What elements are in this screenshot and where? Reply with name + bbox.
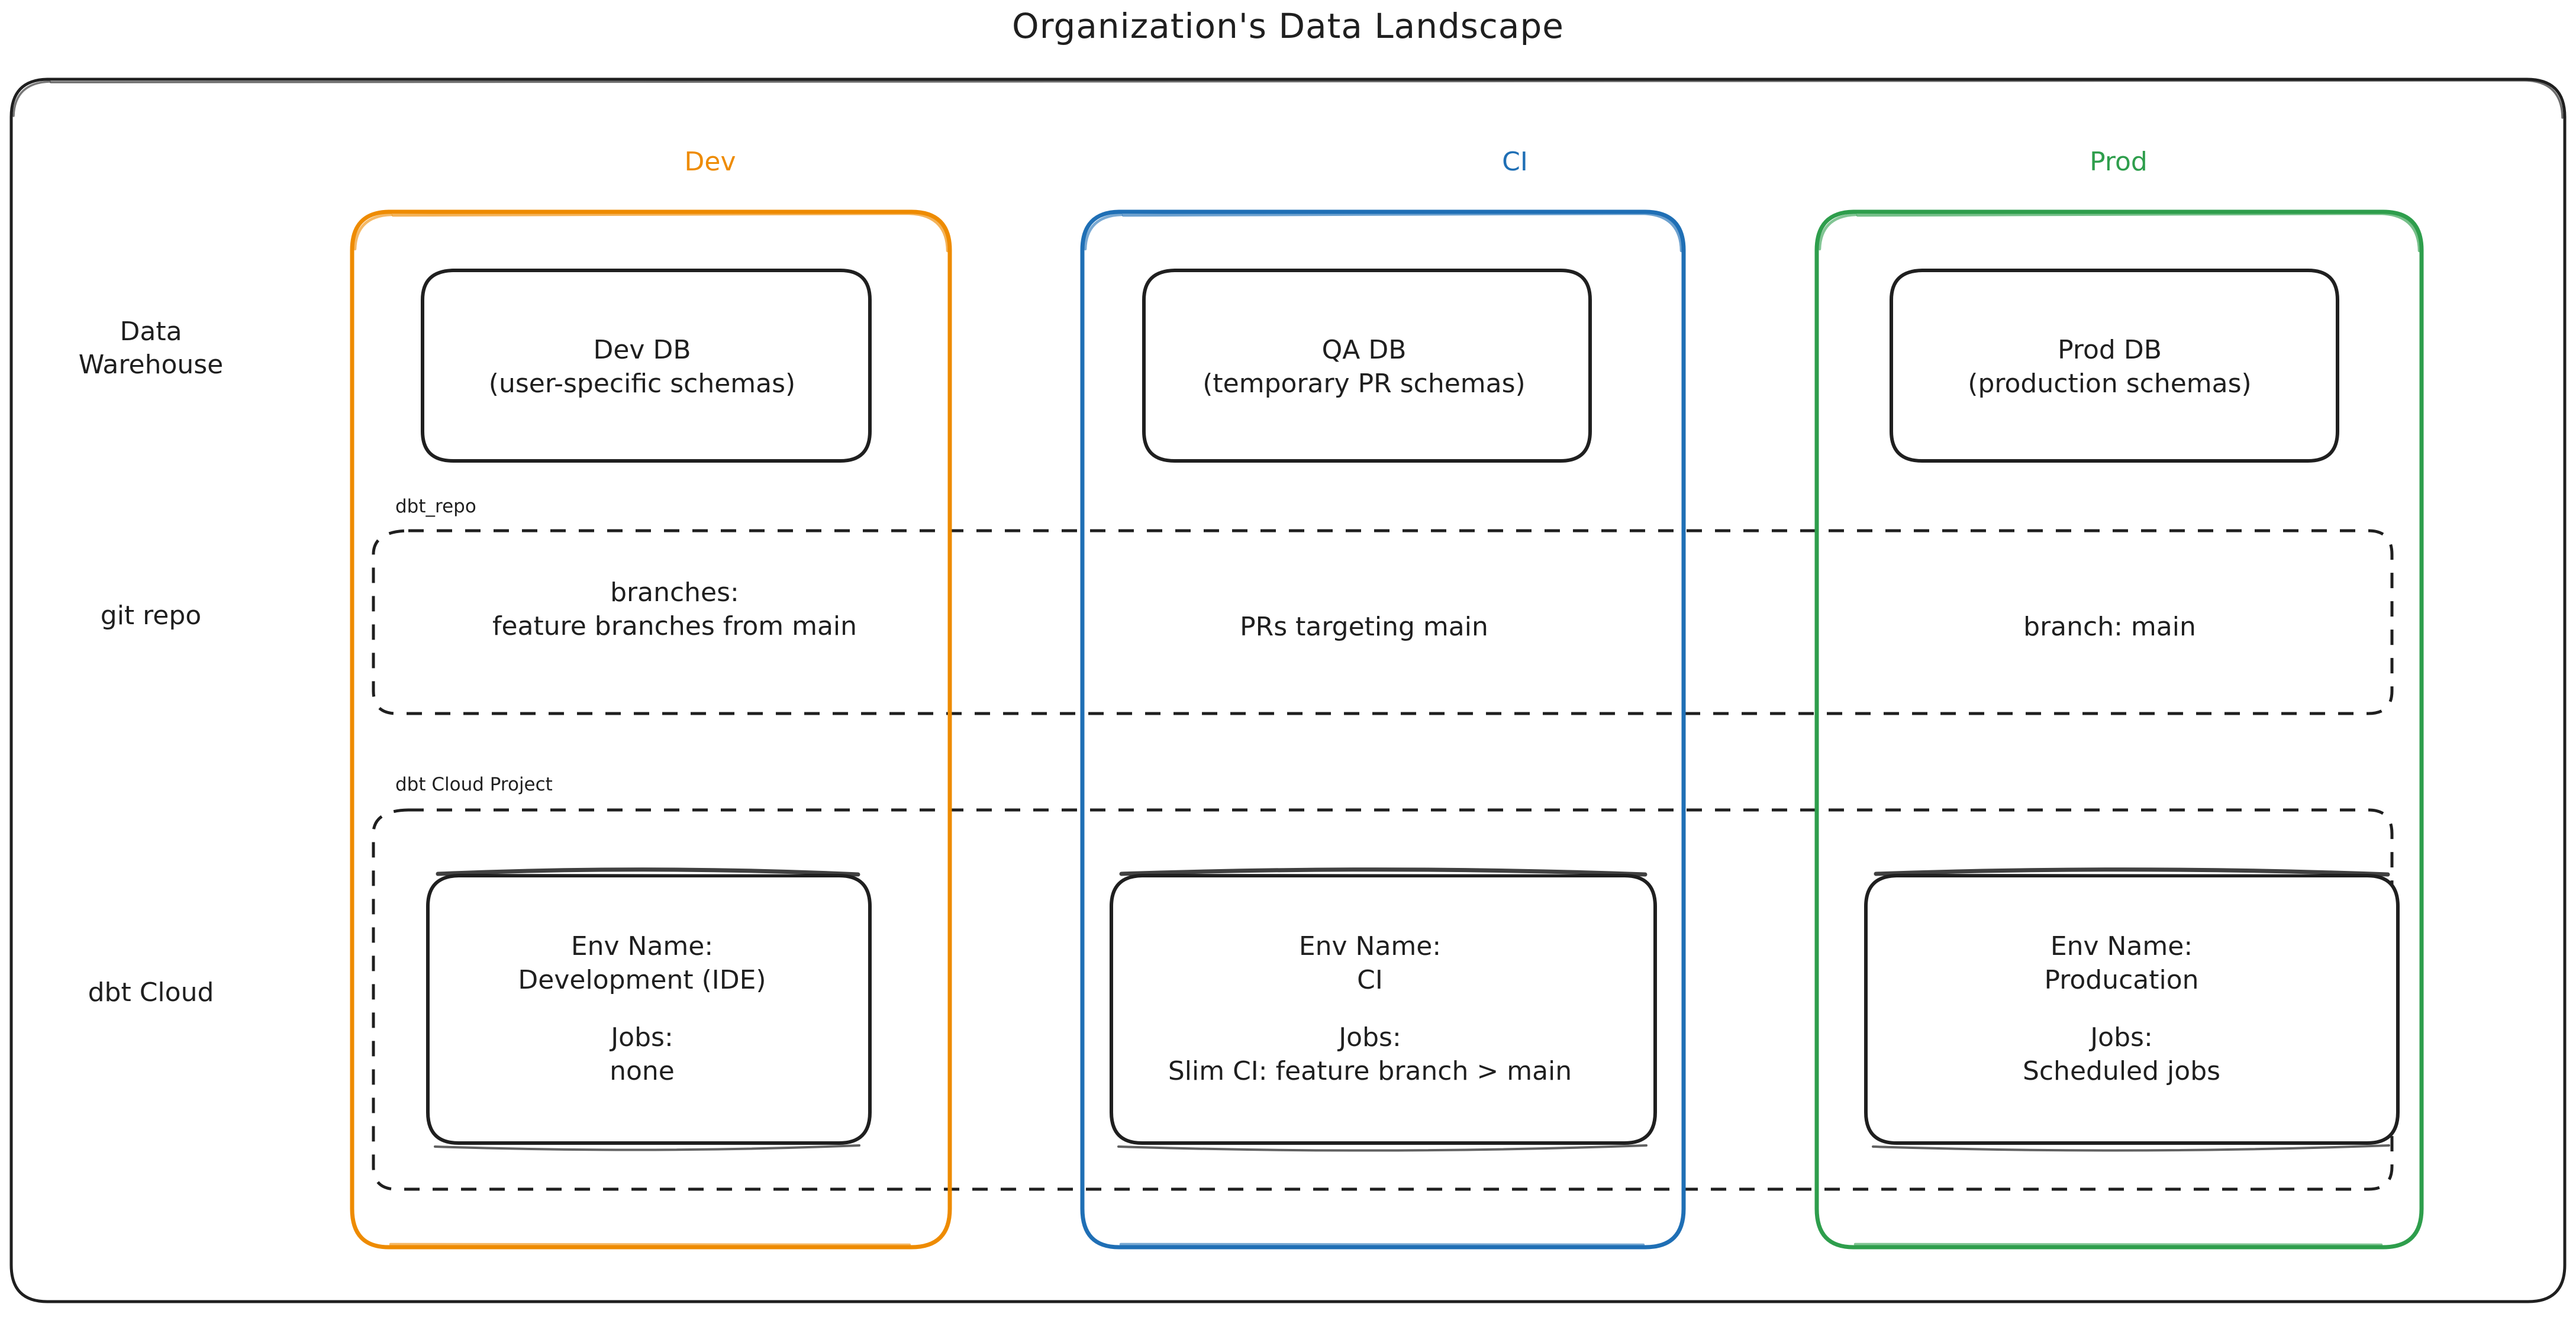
node-label-cloud-prod: Env Name: Producation Jobs: Scheduled jo… — [1852, 870, 2391, 1148]
group-frame-dbt-repo — [372, 529, 2394, 715]
outer-frame — [9, 78, 2567, 1303]
node-line-1: QA DB — [1321, 334, 1407, 365]
row-label-line1: git repo — [100, 601, 202, 631]
jobs-value: none — [610, 1056, 675, 1087]
jobs-value: Slim CI: feature branch > main — [1168, 1056, 1572, 1087]
node-line-1: PRs targeting main — [1240, 612, 1488, 643]
column-header-dev: Dev — [684, 147, 736, 177]
node-line-2: (production schemas) — [1968, 369, 2252, 399]
page-title: Organization's Data Landscape — [1012, 6, 1564, 46]
jobs-label: Jobs: — [2090, 1022, 2153, 1053]
node-line-2: (temporary PR schemas) — [1202, 369, 1526, 399]
jobs-value: Scheduled jobs — [2022, 1056, 2221, 1087]
column-frame-ci — [1080, 209, 1686, 1250]
env-name-label: Env Name: — [2050, 931, 2193, 961]
env-name-value: CI — [1357, 964, 1383, 995]
column-frame-dev — [350, 209, 952, 1250]
node-label-git-ci: PRs targeting main — [1130, 603, 1598, 651]
group-frame-dbt-cloud-project — [372, 808, 2394, 1191]
node-line-1: Prod DB — [2058, 334, 2162, 365]
env-name-value: Producation — [2044, 964, 2199, 995]
row-label-dbt-cloud: dbt Cloud — [24, 976, 278, 1009]
jobs-label: Jobs: — [611, 1022, 673, 1053]
node-line-2: feature branches from main — [492, 611, 857, 641]
node-line-1: branch: main — [2023, 612, 2196, 643]
node-frame-cloud-ci[interactable] — [1110, 867, 1657, 1152]
node-line-1: Dev DB — [593, 334, 691, 365]
row-label-line1: Data — [120, 317, 182, 347]
env-name-label: Env Name: — [570, 931, 714, 961]
node-label-dev-db: Dev DB (user-specific schemas) — [414, 278, 870, 456]
group-caption-dbt-repo: dbt_repo — [395, 496, 476, 517]
node-label-git-prod: branch: main — [1876, 603, 2343, 651]
column-header-ci: CI — [1502, 147, 1528, 177]
node-label-cloud-dev: Env Name: Development (IDE) Jobs: none — [414, 870, 870, 1148]
row-label-line2: Warehouse — [78, 350, 224, 380]
node-label-prod-db: Prod DB (production schemas) — [1876, 278, 2343, 456]
jobs-label: Jobs: — [1339, 1022, 1401, 1053]
row-label-data-warehouse: Data Warehouse — [24, 315, 278, 382]
node-label-cloud-ci: Env Name: CI Jobs: Slim CI: feature bran… — [1101, 870, 1639, 1148]
node-frame-dwh-dev[interactable] — [421, 269, 872, 463]
node-label-git-dev: branches: feature branches from main — [379, 565, 971, 654]
node-line-2: (user-specific schemas) — [488, 369, 796, 399]
row-label-git-repo: git repo — [24, 599, 278, 632]
node-frame-cloud-dev[interactable] — [426, 867, 872, 1151]
node-frame-dwh-prod[interactable] — [1890, 269, 2339, 463]
column-header-prod: Prod — [2090, 147, 2148, 177]
node-label-qa-db: QA DB (temporary PR schemas) — [1130, 278, 1598, 456]
node-frame-dwh-ci[interactable] — [1142, 269, 1592, 463]
row-label-line1: dbt Cloud — [88, 977, 214, 1008]
column-frame-prod — [1814, 209, 2424, 1250]
node-line-1: branches: — [610, 577, 739, 608]
group-caption-dbt-cloud-project: dbt Cloud Project — [395, 774, 553, 795]
node-frame-cloud-prod[interactable] — [1864, 867, 2400, 1152]
env-name-label: Env Name: — [1298, 931, 1442, 961]
env-name-value: Development (IDE) — [518, 964, 766, 995]
